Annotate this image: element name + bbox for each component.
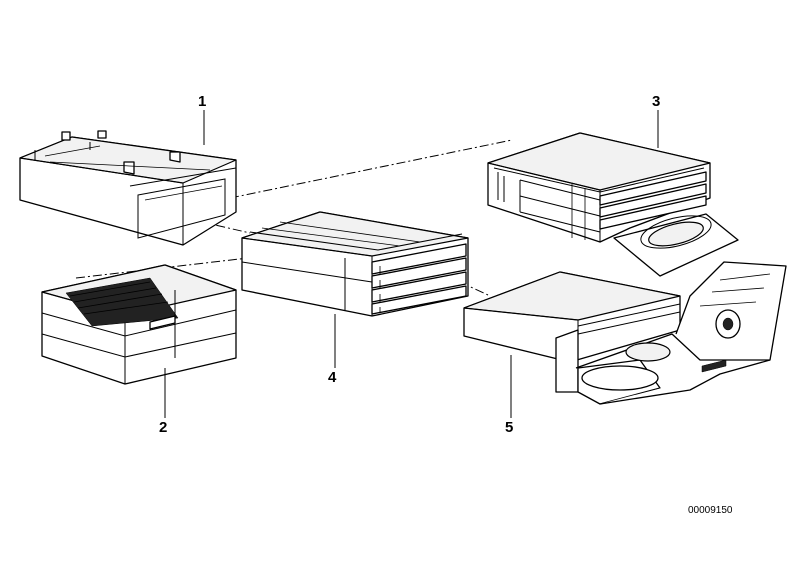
part-4-cd-magazine [241,211,469,317]
callout-3: 3 [652,93,661,110]
part-3-cd-changer [487,132,739,277]
part-5-cd-changer-open [463,261,787,405]
part-2-cassette-unit [41,264,237,385]
diagram-number: 00009150 [688,505,733,516]
callout-5: 5 [505,419,514,436]
part-1-mounting-bracket [19,130,237,246]
callout-1: 1 [198,93,207,110]
callout-4: 4 [328,369,337,386]
leader-lines [164,110,659,418]
callout-2: 2 [159,419,168,436]
